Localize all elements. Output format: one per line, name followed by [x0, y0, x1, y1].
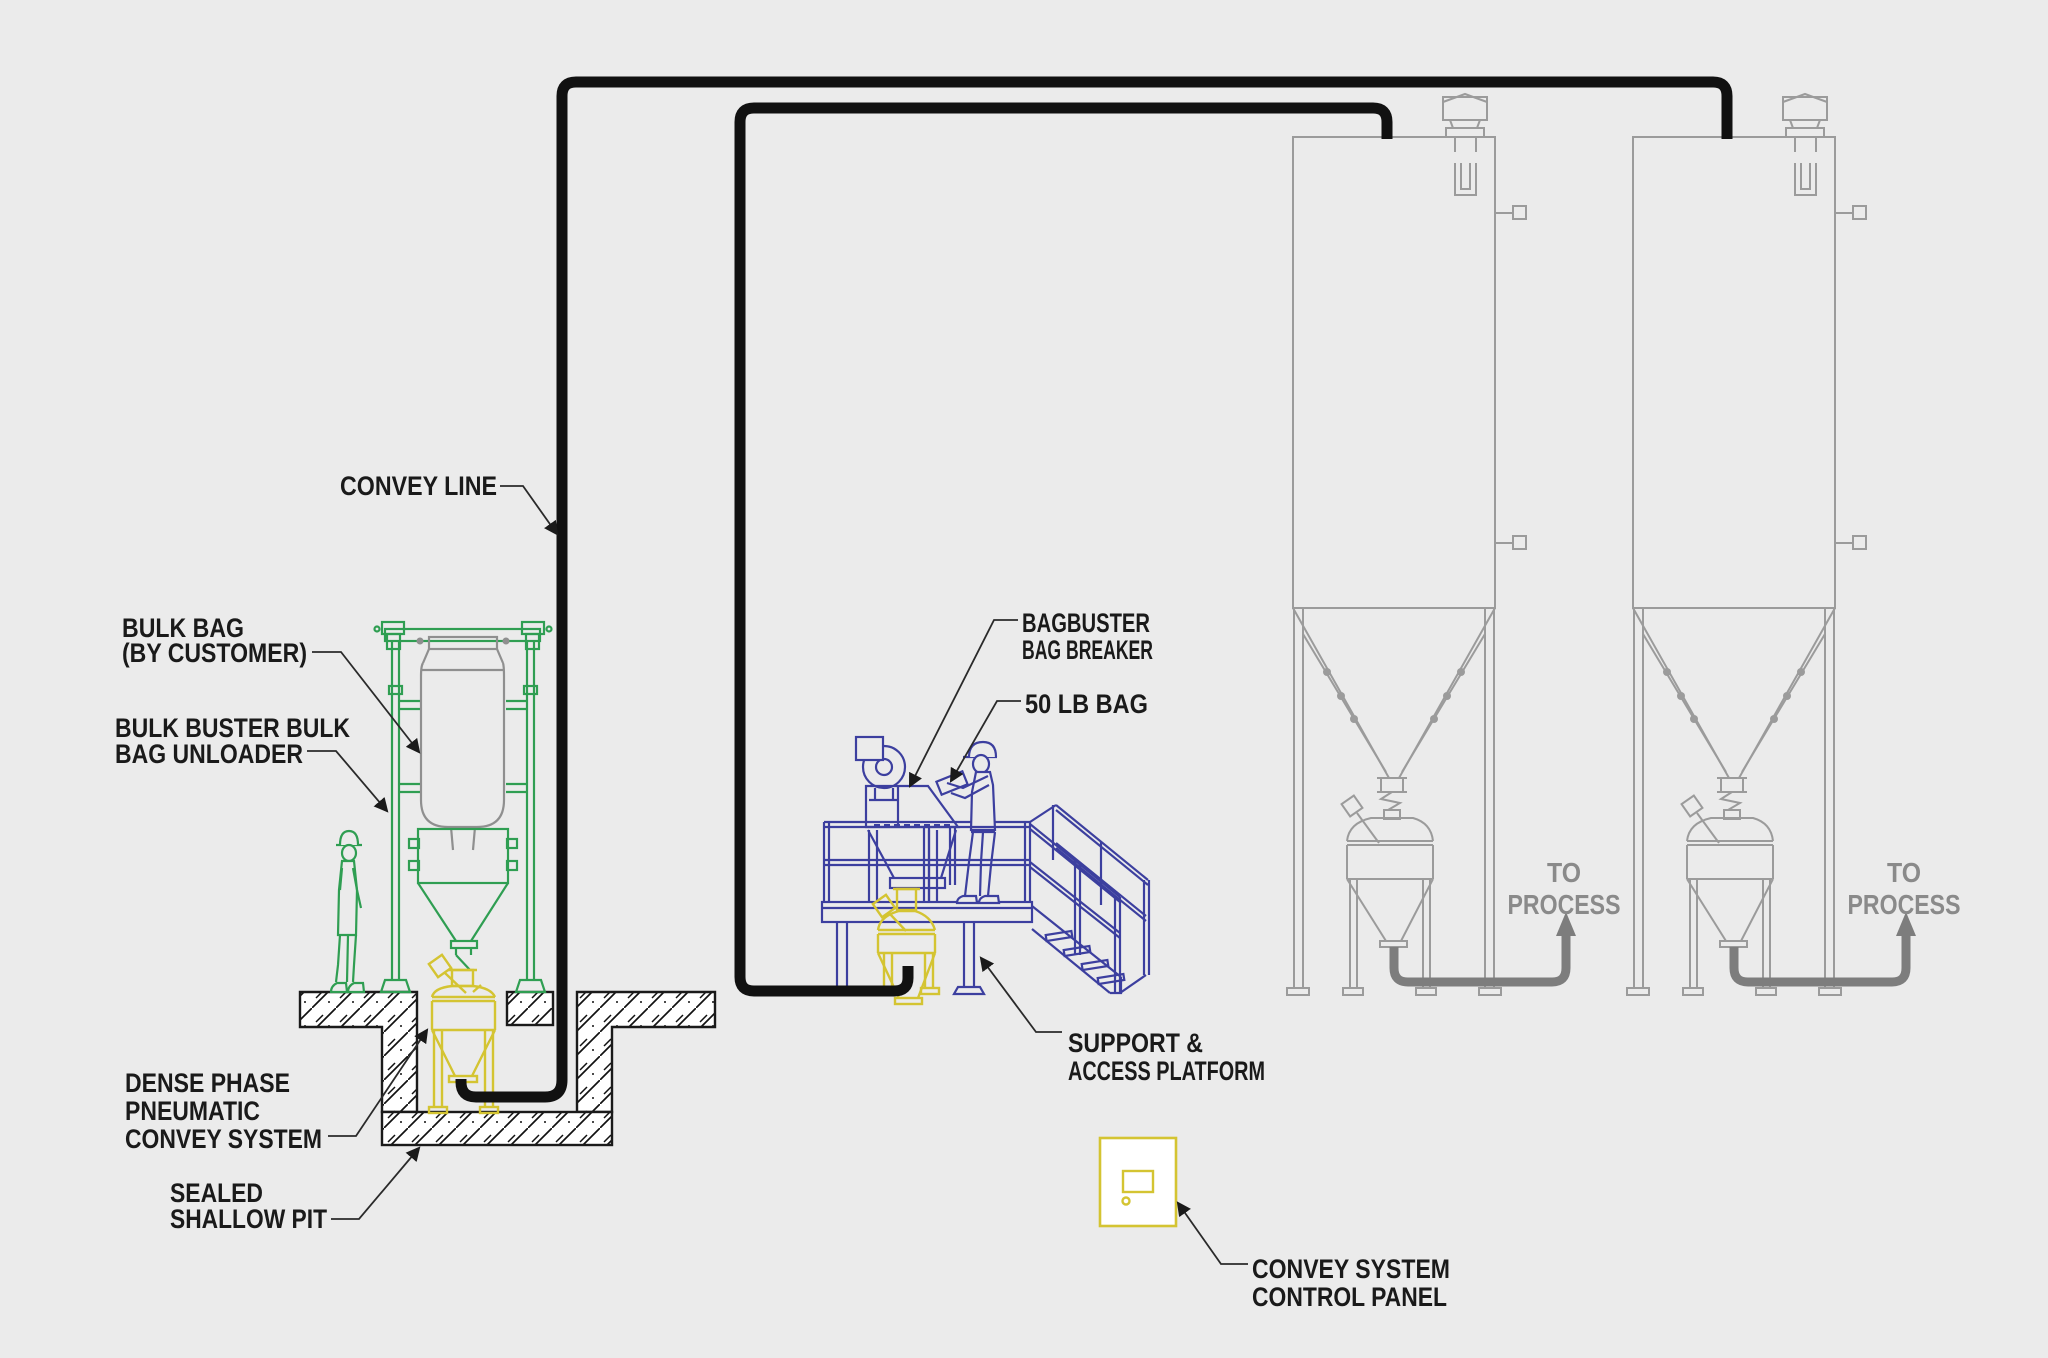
to-process-label-1: TO — [1547, 857, 1581, 888]
bagbuster-bag-breaker — [854, 735, 1001, 905]
fifty-lb-bag-item — [934, 769, 970, 797]
to-process-label-2: TO — [1887, 857, 1921, 888]
fifty-lb-bag-label: 50 LB BAG — [1025, 689, 1148, 719]
bulk-bag-unloader — [329, 620, 553, 994]
convey-line-pit-to-silo2 — [455, 76, 1733, 1103]
pit-convey-vessel — [427, 953, 500, 1115]
convey-line-platform-to-silo1 — [734, 102, 1393, 997]
dense-phase-label-2: PNEUMATIC — [125, 1096, 260, 1126]
bagbuster-label-1: BAGBUSTER — [1022, 608, 1150, 638]
control-panel-button — [1121, 1196, 1131, 1206]
labels: CONVEY LINE BULK BAG (BY CUSTOMER) BULK … — [115, 471, 1450, 1312]
storage-silo-2 — [1627, 94, 1916, 995]
worker-figure-left — [329, 829, 366, 994]
bulk-bag-label-1: BULK BAG — [122, 613, 244, 643]
sealed-pit-label-2: SHALLOW PIT — [170, 1204, 327, 1234]
to-process-label-1b: PROCESS — [1508, 889, 1621, 920]
convey-line-label: CONVEY LINE — [340, 471, 497, 501]
support-label-2: ACCESS PLATFORM — [1068, 1056, 1265, 1086]
bulk-buster-label-1: BULK BUSTER BULK — [115, 713, 350, 743]
control-panel-label-2: CONTROL PANEL — [1252, 1282, 1447, 1312]
storage-silo-1 — [1287, 94, 1576, 995]
convey-system-control-panel — [1098, 1136, 1178, 1228]
platform-convey-vessel — [871, 887, 941, 1006]
to-process-label-2b: PROCESS — [1848, 889, 1961, 920]
control-panel-label-1: CONVEY SYSTEM — [1252, 1254, 1450, 1284]
dense-phase-label-1: DENSE PHASE — [125, 1068, 290, 1098]
bulk-bag-label-2: (BY CUSTOMER) — [122, 638, 307, 668]
sealed-shallow-pit — [298, 990, 717, 1147]
dense-phase-label-3: CONVEY SYSTEM — [125, 1124, 322, 1154]
bagbuster-label-2: BAG BREAKER — [1022, 635, 1153, 665]
bulk-bag — [416, 635, 510, 851]
leader-lines — [307, 485, 1248, 1265]
bulk-buster-label-2: BAG UNLOADER — [115, 739, 303, 769]
support-label-1: SUPPORT & — [1068, 1028, 1203, 1058]
sealed-pit-label-1: SEALED — [170, 1178, 263, 1208]
control-panel-screen — [1121, 1169, 1155, 1194]
